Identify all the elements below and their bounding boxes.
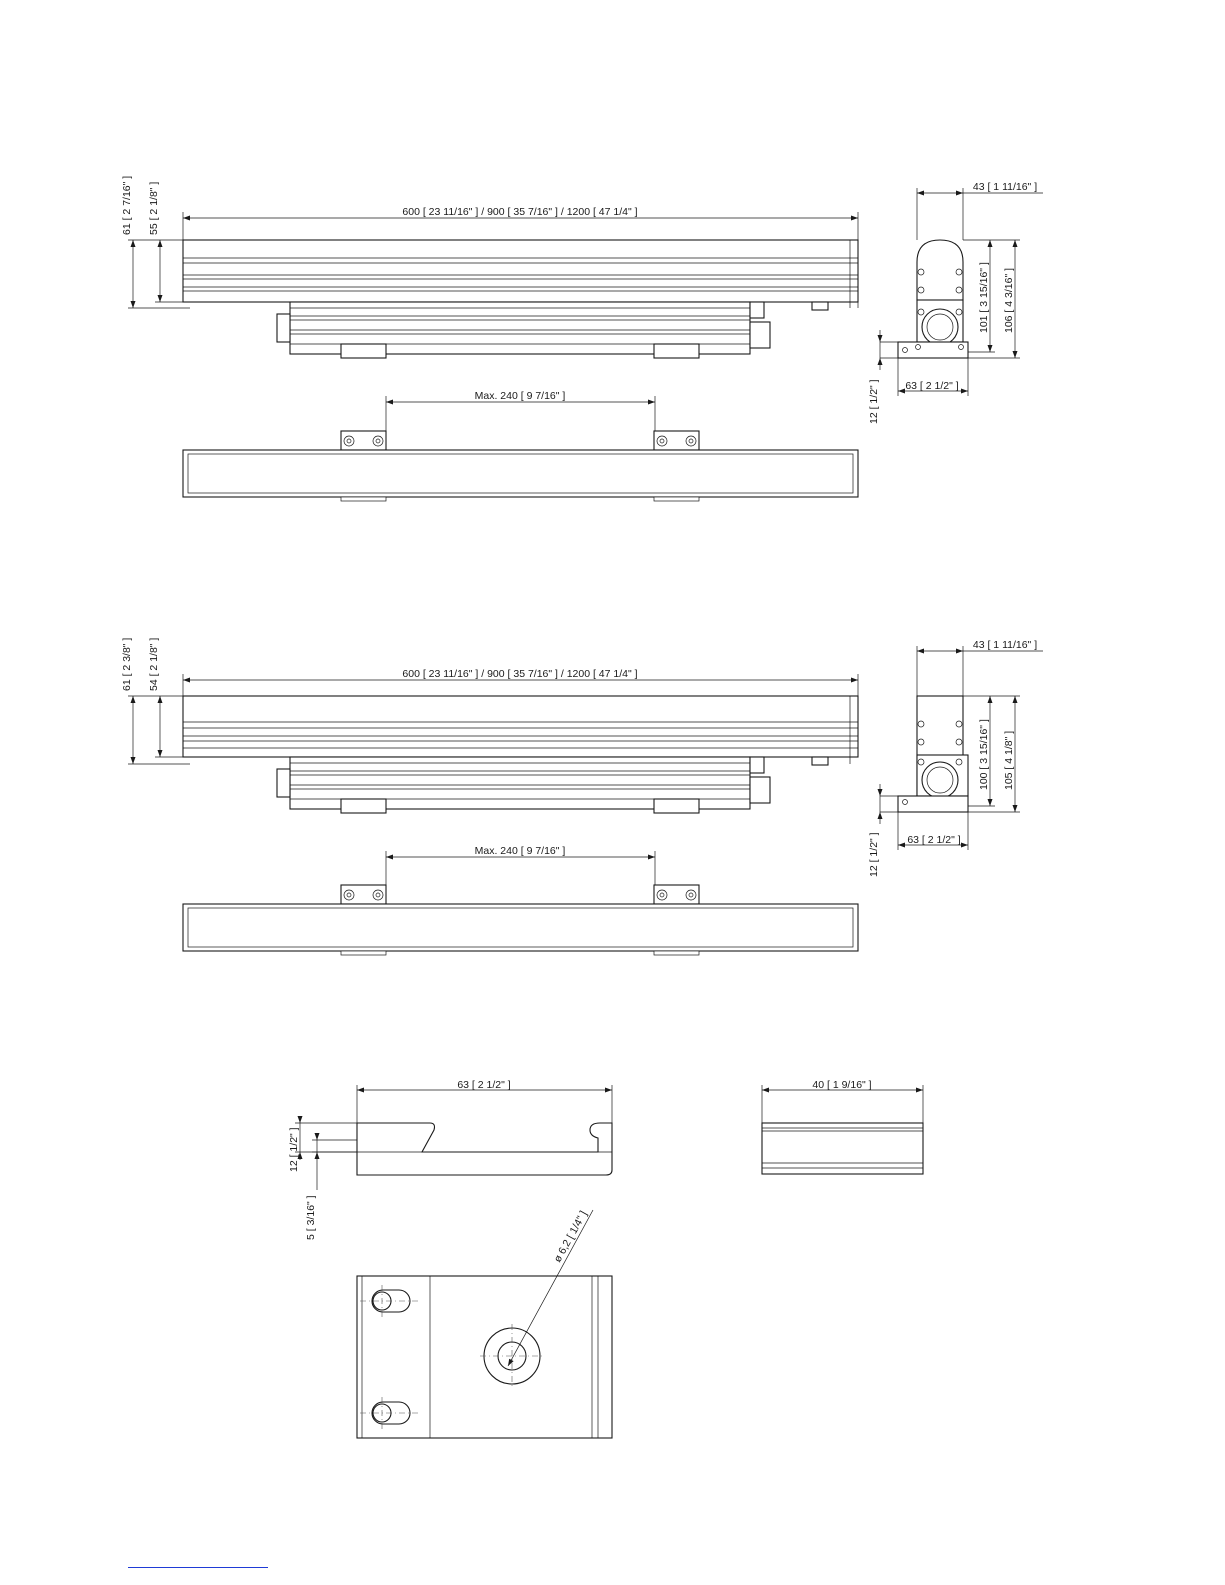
drawing-2-side-view: 43 [ 1 11/16" ] 100 [ 3 15/16" ] 105 [ 4… <box>868 639 1043 877</box>
drawing-1-side-width-dimension: 43 [ 1 11/16" ] <box>973 181 1037 193</box>
bracket-top-view: ø 6,2 [ 1/4" ] <box>356 1209 613 1439</box>
bracket-width-dimension: 63 [ 2 1/2" ] <box>457 1079 510 1091</box>
drawing-1-side-inner-height-dimension: 101 [ 3 15/16" ] <box>978 262 990 333</box>
bracket-height-dimension: 12 [ 1/2" ] <box>288 1127 300 1172</box>
drawing-2-base-height-dimension: 12 [ 1/2" ] <box>868 832 880 877</box>
drawing-2-length-dimension: 600 [ 23 11/16" ] / 900 [ 35 7/16" ] / 1… <box>402 668 637 680</box>
drawing-2-side-inner-height-dimension: 100 [ 3 15/16" ] <box>978 719 990 790</box>
bracket-hole-diameter-dimension: ø 6,2 [ 1/4" ] <box>552 1209 590 1265</box>
drawing-2-side-width-dimension: 43 [ 1 11/16" ] <box>973 639 1037 651</box>
drawing-2-side-total-height-dimension: 105 [ 4 1/8" ] <box>1003 731 1015 790</box>
bracket-thickness-dimension: 5 [ 3/16" ] <box>305 1195 317 1240</box>
drawing-1-front-view: 600 [ 23 11/16" ] / 900 [ 35 7/16" ] / 1… <box>121 176 859 359</box>
drawing-1-base-height-dimension: 12 [ 1/2" ] <box>868 379 880 424</box>
bracket-depth-dimension: 40 [ 1 9/16" ] <box>812 1079 871 1091</box>
drawing-1-side-total-height-dimension: 106 [ 4 3/16" ] <box>1003 268 1015 333</box>
drawing-1-bracket-spacing-dimension: Max. 240 [ 9 7/16" ] <box>475 390 566 402</box>
drawing-2-total-height-dimension: 61 [ 2 3/8" ] <box>121 638 133 691</box>
drawing-2-base-width-dimension: 63 [ 2 1/2" ] <box>907 834 960 846</box>
drawing-1-base-width-dimension: 63 [ 2 1/2" ] <box>905 380 958 392</box>
bracket-side-view: 63 [ 2 1/2" ] 12 [ 1/2" ] 5 [ 3/16" ] <box>288 1079 613 1240</box>
bracket-end-view: 40 [ 1 9/16" ] <box>761 1079 924 1175</box>
drawing-1-length-dimension: 600 [ 23 11/16" ] / 900 [ 35 7/16" ] / 1… <box>402 206 637 218</box>
footer-link-underline <box>128 1567 268 1568</box>
drawing-1-profile-height-dimension: 55 [ 2 1/8" ] <box>148 182 160 235</box>
drawing-2-bracket-spacing-dimension: Max. 240 [ 9 7/16" ] <box>475 845 566 857</box>
drawing-2-top-view: Max. 240 [ 9 7/16" ] <box>182 845 859 956</box>
drawing-2-profile-height-dimension: 54 [ 2 1/8" ] <box>148 638 160 691</box>
drawing-1-side-view: 43 [ 1 11/16" ] 101 [ 3 15/16" ] 106 [ 4… <box>868 181 1043 424</box>
drawing-1-total-height-dimension: 61 [ 2 7/16" ] <box>121 176 133 235</box>
drawing-1-top-view: Max. 240 [ 9 7/16" ] <box>182 390 859 502</box>
drawing-2-front-view: 600 [ 23 11/16" ] / 900 [ 35 7/16" ] / 1… <box>121 638 859 814</box>
